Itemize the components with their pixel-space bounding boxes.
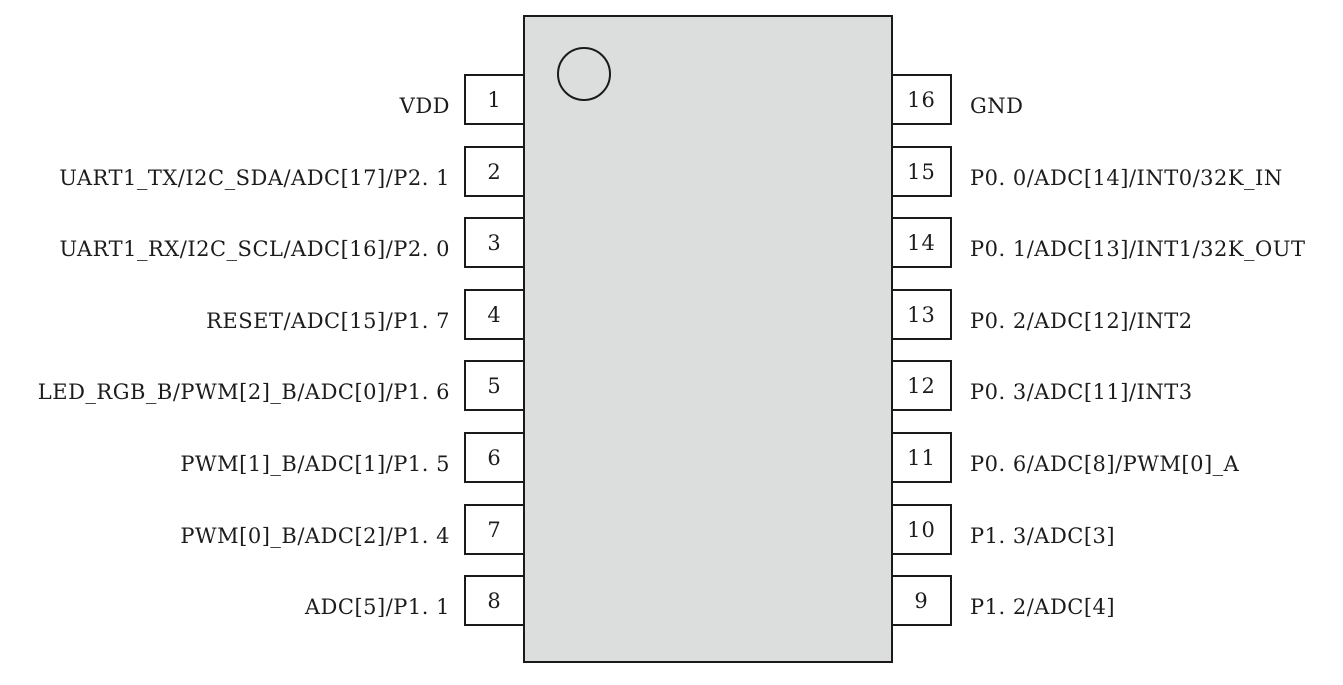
pin-number: 13 bbox=[907, 303, 936, 327]
pin-label: P1. 2/ADC[4] bbox=[970, 595, 1116, 619]
pin-label: PWM[0]_B/ADC[2]/P1. 4 bbox=[180, 524, 450, 548]
pin-row-left-2: UART1_TX/I2C_SDA/ADC[17]/P2. 1 2 bbox=[0, 146, 1343, 197]
pin-number: 7 bbox=[487, 518, 502, 542]
pin-box: 8 bbox=[464, 575, 523, 626]
pin-box: 15 bbox=[893, 146, 952, 197]
pin-number: 4 bbox=[487, 303, 502, 327]
pin-row-right-4: P0. 2/ADC[12]/INT2 13 bbox=[0, 289, 1343, 340]
pin-row-left-5: LED_RGB_B/PWM[2]_B/ADC[0]/P1. 6 5 bbox=[0, 360, 1343, 411]
pin-number: 11 bbox=[907, 446, 936, 470]
pin-row-left-4: RESET/ADC[15]/P1. 7 4 bbox=[0, 289, 1343, 340]
pin-label: PWM[1]_B/ADC[1]/P1. 5 bbox=[180, 452, 450, 476]
pin-row-right-8: P1. 2/ADC[4] 9 bbox=[0, 575, 1343, 626]
pin-number: 12 bbox=[907, 374, 936, 398]
pin-number: 9 bbox=[914, 589, 929, 613]
pin-row-left-8: ADC[5]/P1. 1 8 bbox=[0, 575, 1343, 626]
pin-number: 10 bbox=[907, 518, 936, 542]
pin-number: 15 bbox=[907, 160, 936, 184]
pin-box: 6 bbox=[464, 432, 523, 483]
pin-box: 3 bbox=[464, 217, 523, 268]
pin-row-left-1: VDD 1 bbox=[0, 74, 1343, 125]
pin-label: RESET/ADC[15]/P1. 7 bbox=[206, 309, 450, 333]
pin-box: 5 bbox=[464, 360, 523, 411]
pin-box: 12 bbox=[893, 360, 952, 411]
pin-row-right-1: GND 16 bbox=[0, 74, 1343, 125]
pin-number: 5 bbox=[487, 374, 502, 398]
pin-box: 1 bbox=[464, 74, 523, 125]
pin-number: 16 bbox=[907, 88, 936, 112]
pin-box: 14 bbox=[893, 217, 952, 268]
pin-label: P0. 6/ADC[8]/PWM[0]_A bbox=[970, 452, 1240, 476]
pin-number: 14 bbox=[907, 231, 936, 255]
pin-row-right-5: P0. 3/ADC[11]/INT3 12 bbox=[0, 360, 1343, 411]
pin-number: 8 bbox=[487, 589, 502, 613]
pin-row-right-3: P0. 1/ADC[13]/INT1/32K_OUT 14 bbox=[0, 217, 1343, 268]
pin-row-right-2: P0. 0/ADC[14]/INT0/32K_IN 15 bbox=[0, 146, 1343, 197]
pin-label: ADC[5]/P1. 1 bbox=[304, 595, 450, 619]
pin-box: 10 bbox=[893, 504, 952, 555]
pin-row-left-6: PWM[1]_B/ADC[1]/P1. 5 6 bbox=[0, 432, 1343, 483]
pin-number: 3 bbox=[487, 231, 502, 255]
pin-label: P1. 3/ADC[3] bbox=[970, 524, 1116, 548]
pin-label: UART1_TX/I2C_SDA/ADC[17]/P2. 1 bbox=[59, 166, 450, 190]
pin-label: P0. 2/ADC[12]/INT2 bbox=[970, 309, 1193, 333]
pin-row-right-7: P1. 3/ADC[3] 10 bbox=[0, 504, 1343, 555]
pin-box: 11 bbox=[893, 432, 952, 483]
pin-row-left-7: PWM[0]_B/ADC[2]/P1. 4 7 bbox=[0, 504, 1343, 555]
pin-number: 2 bbox=[487, 160, 502, 184]
pin-box: 13 bbox=[893, 289, 952, 340]
pin-row-left-3: UART1_RX/I2C_SCL/ADC[16]/P2. 0 3 bbox=[0, 217, 1343, 268]
pin-label: UART1_RX/I2C_SCL/ADC[16]/P2. 0 bbox=[59, 237, 450, 261]
pin-box: 16 bbox=[893, 74, 952, 125]
pin-box: 2 bbox=[464, 146, 523, 197]
chip-body bbox=[523, 15, 893, 663]
pin-number: 6 bbox=[487, 446, 502, 470]
pin-box: 4 bbox=[464, 289, 523, 340]
pin-label: P0. 1/ADC[13]/INT1/32K_OUT bbox=[970, 237, 1306, 261]
pin-label: LED_RGB_B/PWM[2]_B/ADC[0]/P1. 6 bbox=[37, 380, 450, 404]
pin-box: 7 bbox=[464, 504, 523, 555]
pin-label: GND bbox=[970, 94, 1024, 118]
pin-box: 9 bbox=[893, 575, 952, 626]
pin-row-right-6: P0. 6/ADC[8]/PWM[0]_A 11 bbox=[0, 432, 1343, 483]
pin-label: P0. 0/ADC[14]/INT0/32K_IN bbox=[970, 166, 1283, 190]
pin-label: VDD bbox=[399, 94, 450, 118]
pin1-marker-circle-icon bbox=[557, 47, 611, 101]
pin-number: 1 bbox=[487, 88, 502, 112]
pin-label: P0. 3/ADC[11]/INT3 bbox=[970, 380, 1193, 404]
